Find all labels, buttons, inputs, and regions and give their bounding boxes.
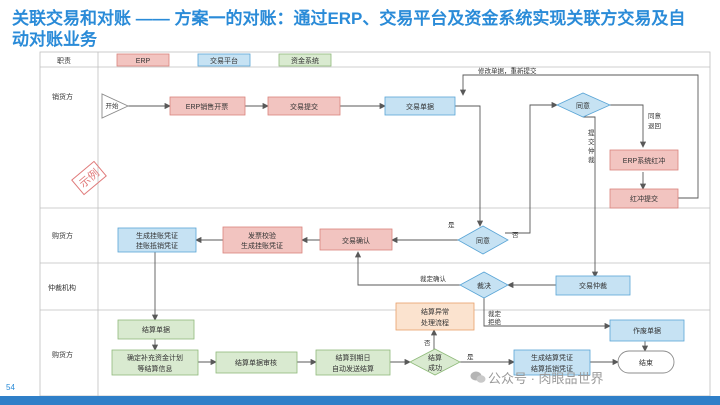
legend-fund: 资金系统 — [291, 56, 319, 65]
label-submit-arb-3: 仲 — [588, 146, 595, 155]
gen-settle-node — [513, 349, 591, 376]
fund-plan-line2: 等结算信息 — [138, 364, 173, 373]
gen-voucher-node — [117, 227, 197, 253]
legend-platform: 交易平台 — [210, 56, 238, 65]
settle-review-node — [215, 351, 298, 374]
agree-decision-1 — [556, 92, 611, 118]
arbitrate-decision — [459, 271, 509, 299]
label-submit-arb-1: 提 — [588, 128, 595, 137]
trade-confirm-node — [319, 228, 393, 251]
red-submit-node — [609, 188, 679, 209]
label-modify-resubmit: 修改单据，重新提交 — [478, 66, 537, 75]
auto-send-line1: 结算到期日 — [336, 353, 371, 362]
arbitrate-label: 裁决 — [477, 281, 491, 290]
legend-platform-swatch — [197, 53, 251, 67]
trade-doc-node — [384, 96, 456, 116]
start-node — [101, 93, 130, 119]
label-agree-red-2: 退回 — [648, 121, 661, 130]
invoice-check-node — [222, 226, 303, 254]
flow-arrows — [128, 74, 699, 366]
auto-send-node — [315, 349, 391, 376]
gen-settle-line1: 生成结算凭证 — [531, 353, 573, 362]
trade-doc-label: 交易单据 — [406, 102, 434, 111]
end-node — [617, 350, 675, 374]
page-title: 关联交易和对账 —— 方案一的对账：通过ERP、交易平台及资金系统实现关联方交易… — [12, 9, 686, 49]
fund-plan-line1: 确定补充资金计划 — [127, 353, 183, 362]
label-yes-2: 是 — [467, 353, 474, 361]
label-submit-arb-2: 交 — [588, 137, 595, 146]
invoice-check-line1: 发票校验 — [248, 231, 276, 240]
trade-confirm-label: 交易确认 — [342, 236, 370, 245]
auto-send-line2: 自动发送结算 — [332, 364, 374, 373]
label-submit-arb-4: 裁 — [588, 155, 595, 164]
wechat-icon — [470, 371, 486, 383]
label-agree-red-1: 同意 — [648, 111, 662, 120]
label-no-1: 否 — [512, 231, 519, 239]
page-number: 54 — [6, 383, 15, 392]
agree-label-1: 同意 — [576, 101, 590, 110]
end-label: 结束 — [639, 358, 653, 367]
settle-review-label: 结算单据审核 — [235, 358, 277, 367]
lane-buyer-settle: 购货方 — [52, 350, 73, 359]
settle-ok-decision — [409, 348, 461, 376]
gen-voucher-line2: 挂账抵销凭证 — [136, 241, 178, 250]
trade-arb-label: 交易仲裁 — [579, 281, 607, 290]
trade-submit-label: 交易提交 — [290, 102, 318, 111]
label-arb-confirm: 裁定确认 — [420, 274, 447, 283]
void-doc-label: 作废单据 — [633, 326, 661, 335]
footer-bar — [0, 396, 720, 405]
label-arb-reject-2: 拒绝 — [488, 317, 502, 326]
legend-erp-swatch — [116, 53, 170, 67]
settle-abnormal-line2: 处理流程 — [421, 318, 449, 327]
gen-voucher-line1: 生成挂账凭证 — [136, 231, 178, 240]
legend-fund-swatch — [278, 53, 332, 67]
settle-ok-line1: 结算 — [428, 353, 442, 362]
red-submit-label: 红冲提交 — [630, 194, 658, 203]
agree-label-2: 同意 — [476, 236, 490, 245]
settle-abnormal-line1: 结算异常 — [421, 307, 449, 316]
trade-submit-node — [267, 96, 341, 116]
gen-settle-line2: 结算抵销凭证 — [531, 364, 573, 373]
settle-doc-node — [117, 319, 195, 340]
legend-header: 职责 — [57, 56, 71, 65]
erp-invoice-node — [169, 96, 246, 116]
start-label: 开始 — [106, 101, 120, 110]
swimlane-grid — [39, 51, 711, 397]
label-yes-1: 是 — [448, 221, 455, 229]
legend-erp: ERP — [136, 58, 151, 65]
agree-decision-2 — [457, 225, 509, 255]
settle-ok-line2: 成功 — [428, 363, 442, 372]
watermark: 公众号 · 肉眼品世界 — [488, 371, 604, 386]
settle-doc-label: 结算单据 — [142, 325, 170, 334]
lane-arbitrator: 仲裁机构 — [48, 283, 76, 292]
erp-red-label: ERP系统红冲 — [623, 156, 665, 165]
label-no-2: 否 — [424, 339, 431, 347]
lane-seller: 销货方 — [52, 92, 73, 101]
erp-red-node — [609, 149, 679, 171]
erp-invoice-label: ERP销售开票 — [186, 102, 228, 111]
label-arb-reject-1: 裁定 — [488, 309, 502, 318]
lane-buyer: 购货方 — [52, 231, 73, 240]
settle-abnormal-node — [395, 302, 475, 331]
fund-plan-node — [111, 349, 199, 376]
trade-arb-node — [555, 275, 631, 296]
void-doc-node — [609, 319, 685, 342]
invoice-check-line2: 生成挂账凭证 — [241, 241, 283, 250]
